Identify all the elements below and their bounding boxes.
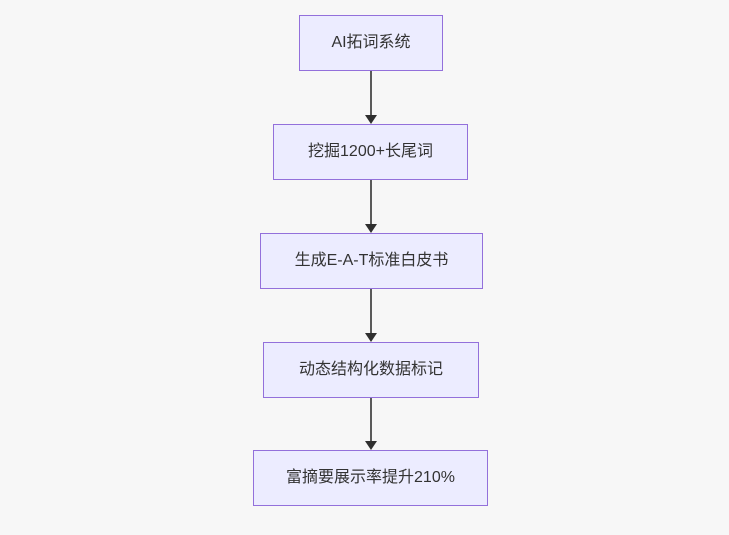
flow-node-ai-keyword-system: AI拓词系统 [299,15,443,71]
arrow-line [370,398,372,441]
flow-node-rich-snippet-result: 富摘要展示率提升210% [253,450,488,506]
node-label: 动态结构化数据标记 [298,361,443,378]
flow-edge-3 [365,289,377,342]
arrow-line [370,180,372,224]
node-label: AI拓词系统 [331,34,411,51]
flow-edge-2 [365,180,377,233]
arrow-down-icon [365,441,377,450]
flow-edge-1 [365,71,377,124]
flow-edge-4 [365,398,377,450]
node-label: 挖掘1200+长尾词 [308,143,433,160]
node-label: 富摘要展示率提升210% [286,469,455,486]
flow-node-eat-whitepaper: 生成E-A-T标准白皮书 [260,233,483,289]
arrow-down-icon [365,115,377,124]
arrow-down-icon [365,333,377,342]
flow-node-longtail-mining: 挖掘1200+长尾词 [273,124,468,180]
node-label: 生成E-A-T标准白皮书 [294,252,449,269]
arrow-down-icon [365,224,377,233]
arrow-line [370,289,372,333]
flow-node-structured-data-markup: 动态结构化数据标记 [263,342,479,398]
arrow-line [370,71,372,115]
